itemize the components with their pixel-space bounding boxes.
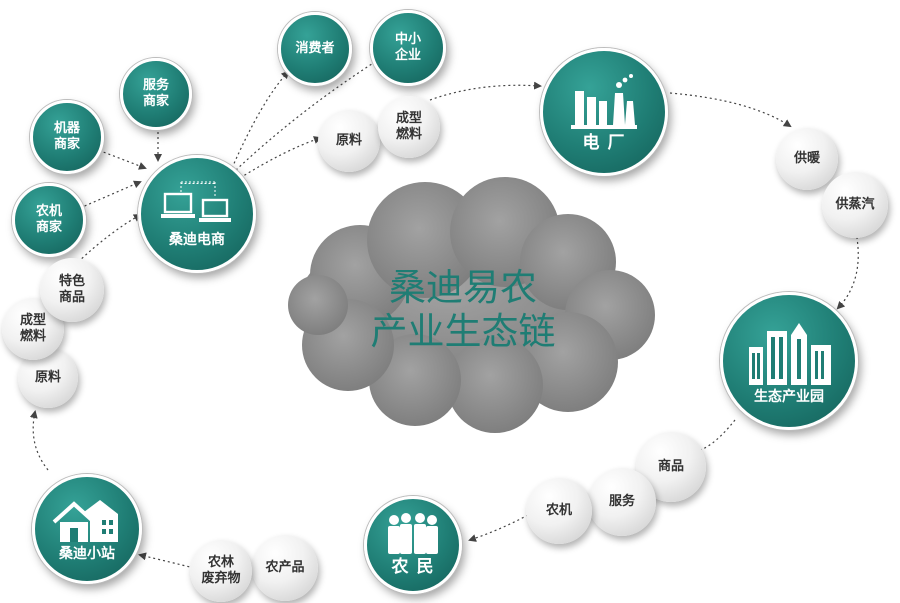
formed-fuel-left-label-1: 成型 bbox=[19, 313, 46, 329]
machine-merchant-label-1: 机器 bbox=[53, 121, 80, 137]
service-merchant-node[interactable]: 服务 商家 bbox=[120, 58, 192, 130]
link-agrimachine-to-farmers bbox=[468, 514, 529, 542]
link-fuel-to-plant bbox=[429, 81, 542, 101]
link-plant-to-heating bbox=[669, 92, 792, 128]
forestry-waste-label-1: 农林 bbox=[207, 555, 234, 571]
forestry-waste-node[interactable]: 农林 废弃物 bbox=[190, 540, 252, 602]
consumer-node[interactable]: 消费者 bbox=[278, 12, 352, 86]
formed-fuel-top-label-2: 燃料 bbox=[395, 127, 422, 142]
link-station-to-raw bbox=[29, 410, 49, 471]
factory-icon bbox=[571, 73, 637, 129]
services-node[interactable]: 服务 bbox=[588, 468, 656, 536]
link-steam-to-park bbox=[836, 231, 859, 310]
link-forestry-to-station bbox=[138, 552, 195, 569]
sme-label-1: 中小 bbox=[394, 32, 421, 48]
formed-fuel-top-node[interactable]: 成型 燃料 bbox=[378, 96, 440, 158]
raw-material-left-label: 原料 bbox=[34, 370, 61, 386]
steam-node[interactable]: 供蒸汽 bbox=[822, 172, 888, 238]
raw-material-top-node[interactable]: 原料 bbox=[318, 110, 380, 172]
center-cloud bbox=[288, 177, 655, 433]
center-title-line1: 桑迪易农 bbox=[389, 266, 537, 309]
specialty-goods-label-1: 特色 bbox=[58, 274, 85, 290]
agri-products-node[interactable]: 农产品 bbox=[252, 535, 318, 601]
hub-ecommerce[interactable]: 桑迪电商 bbox=[138, 155, 256, 273]
hub-farmers[interactable]: 农 民 bbox=[364, 496, 462, 594]
hub-power-plant[interactable]: 电 厂 bbox=[540, 48, 668, 176]
center-title: 桑迪易农 产业生态链 bbox=[318, 266, 608, 353]
buildings-icon bbox=[749, 322, 831, 385]
people-icon bbox=[388, 512, 438, 554]
hub-eco-park-label: 生态产业园 bbox=[754, 388, 824, 405]
heating-label: 供暖 bbox=[793, 151, 820, 167]
goods-right-label: 商品 bbox=[657, 459, 684, 475]
hub-eco-park[interactable]: 生态产业园 bbox=[720, 292, 858, 430]
agri-machine-merchant-label-2: 商家 bbox=[35, 220, 62, 235]
agri-machine-label: 农机 bbox=[545, 503, 572, 519]
heating-node[interactable]: 供暖 bbox=[776, 128, 838, 190]
formed-fuel-top-label-1: 成型 bbox=[395, 111, 422, 127]
steam-label: 供蒸汽 bbox=[835, 197, 875, 213]
hub-power-plant-label: 电 厂 bbox=[582, 132, 626, 153]
hub-ecommerce-label: 桑迪电商 bbox=[169, 231, 225, 248]
sme-label-2: 企业 bbox=[394, 48, 421, 63]
service-merchant-label-1: 服务 bbox=[142, 78, 169, 94]
hub-station[interactable]: 桑迪小站 bbox=[32, 474, 142, 584]
link-ecom-to-raw bbox=[239, 136, 322, 179]
specialty-goods-node[interactable]: 特色 商品 bbox=[40, 258, 104, 322]
agri-products-label: 农产品 bbox=[265, 560, 305, 576]
center-title-line2: 产业生态链 bbox=[370, 309, 556, 353]
specialty-goods-label-2: 商品 bbox=[58, 290, 85, 305]
laptops-icon bbox=[161, 181, 231, 222]
link-agrimachine-merchant-to-ecom bbox=[79, 180, 142, 209]
service-merchant-label-2: 商家 bbox=[142, 94, 169, 109]
house-icon bbox=[52, 499, 118, 542]
link-park-to-goods bbox=[699, 419, 736, 451]
link-specialty-to-ecom bbox=[77, 214, 142, 263]
agri-machine-merchant-node[interactable]: 农机 商家 bbox=[12, 183, 86, 257]
sme-node[interactable]: 中小 企业 bbox=[370, 10, 446, 86]
machine-merchant-label-2: 商家 bbox=[53, 137, 80, 152]
machine-merchant-node[interactable]: 机器 商家 bbox=[30, 100, 104, 174]
consumer-label: 消费者 bbox=[295, 41, 335, 57]
raw-material-top-label: 原料 bbox=[335, 133, 362, 149]
hub-station-label: 桑迪小站 bbox=[59, 545, 115, 562]
agri-machine-node[interactable]: 农机 bbox=[526, 478, 592, 544]
hub-farmers-label: 农 民 bbox=[391, 556, 435, 577]
link-ecom-to-sme bbox=[235, 58, 380, 171]
link-ecom-to-consumer bbox=[231, 70, 290, 169]
services-label: 服务 bbox=[608, 494, 635, 510]
forestry-waste-label-2: 废弃物 bbox=[201, 571, 241, 586]
agri-machine-merchant-label-1: 农机 bbox=[35, 204, 62, 220]
formed-fuel-left-label-2: 燃料 bbox=[19, 329, 46, 344]
